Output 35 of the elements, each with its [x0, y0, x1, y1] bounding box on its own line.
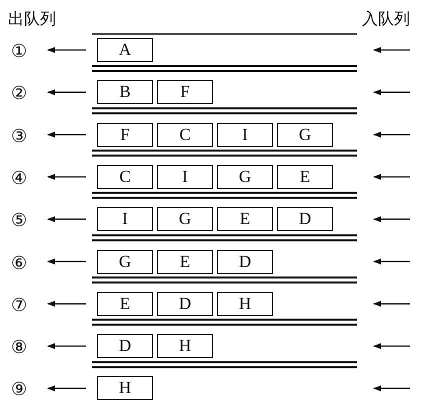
- step-number: ⑨: [11, 380, 27, 398]
- queue-element-box: G: [217, 164, 273, 189]
- queue-element-box: D: [97, 334, 153, 358]
- step-number: ②: [11, 84, 27, 102]
- queue-element-box: D: [217, 250, 273, 274]
- step-number: ⑦: [11, 296, 27, 314]
- queue-element-box: H: [157, 334, 213, 358]
- step-number: ③: [11, 126, 27, 145]
- queue-element-box: G: [97, 250, 153, 274]
- step-number: ⑧: [11, 338, 27, 356]
- queue-element-box: E: [157, 250, 213, 274]
- step-number: ④: [11, 168, 27, 187]
- queue-element-box: I: [97, 207, 153, 232]
- enqueue-label: 入队列: [362, 12, 410, 28]
- queue-element-box: A: [97, 38, 153, 62]
- queue-element-box: H: [97, 376, 153, 400]
- queue-element-box: F: [157, 80, 213, 104]
- queue-element-box: C: [157, 122, 213, 147]
- queue-element-box: H: [217, 292, 273, 316]
- queue-element-box: I: [157, 164, 213, 189]
- queue-element-box: I: [217, 122, 273, 147]
- queue-element-box: C: [97, 164, 153, 189]
- queue-element-box: E: [277, 164, 333, 189]
- queue-element-box: B: [97, 80, 153, 104]
- step-number: ⑤: [11, 211, 27, 230]
- queue-element-box: D: [157, 292, 213, 316]
- queue-element-box: E: [217, 207, 273, 232]
- step-number: ⑥: [11, 254, 27, 272]
- queue-element-box: F: [97, 122, 153, 147]
- step-number: ①: [11, 42, 27, 60]
- dequeue-label: 出队列: [8, 12, 56, 28]
- queue-element-box: G: [157, 207, 213, 232]
- queue-element-box: D: [277, 207, 333, 232]
- queue-element-box: G: [277, 122, 333, 147]
- queue-element-box: E: [97, 292, 153, 316]
